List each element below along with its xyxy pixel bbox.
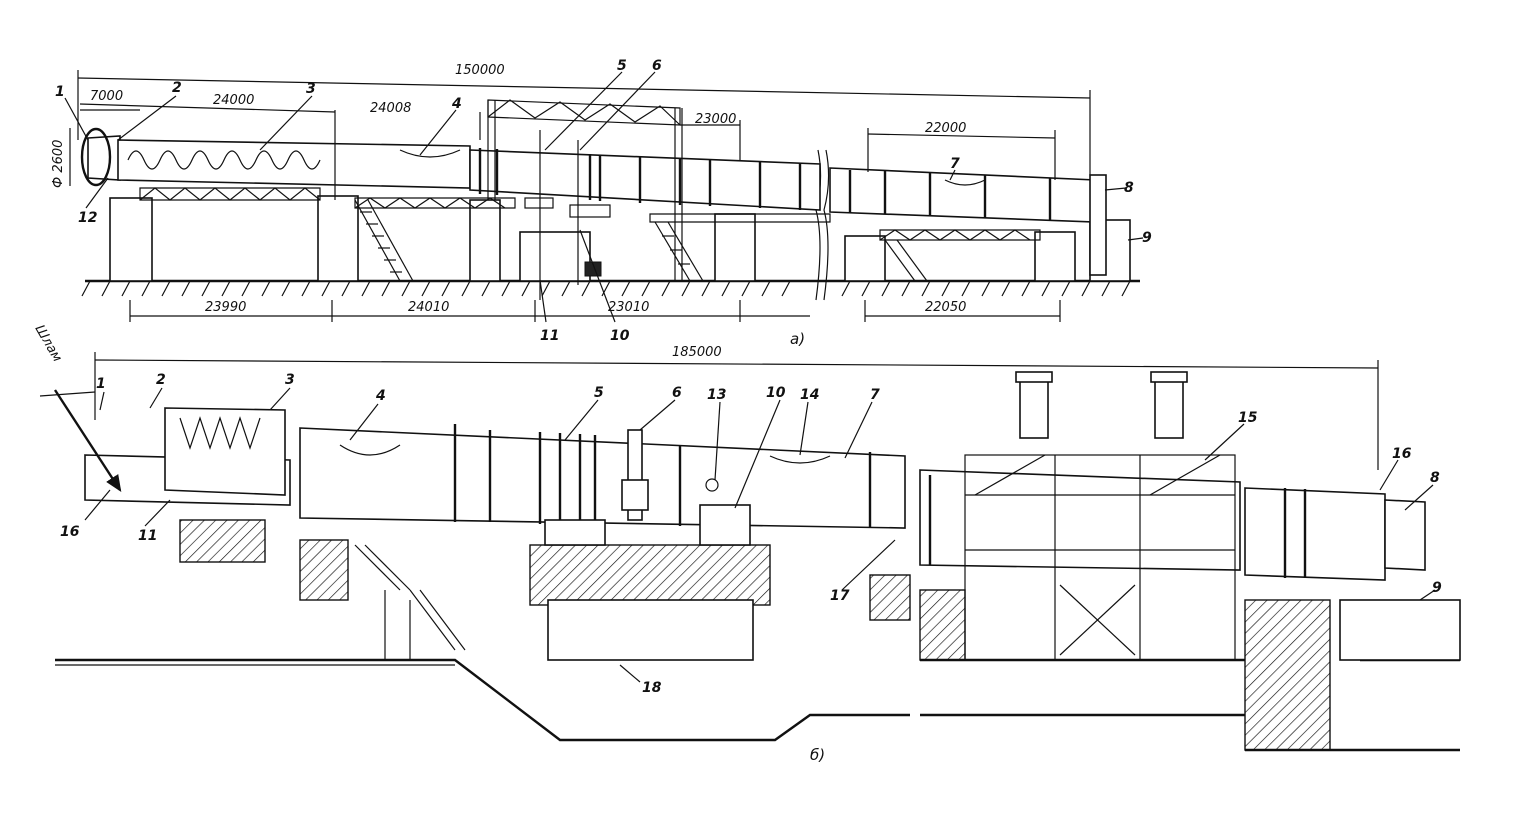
dim-lower-4: 22050 [925,300,966,315]
label-b-14: 14 [800,387,819,403]
label-a-1: 1 [55,84,65,100]
label-a-9: 9 [1142,230,1152,246]
feed-label: Шлам [32,323,65,365]
caption-a: а) [790,330,805,348]
label-b-4: 4 [375,388,386,404]
dim-lower-2: 24010 [408,300,449,315]
label-a-2: 2 [172,80,182,96]
overall-dimension-b [94,352,1379,470]
dimension-lines-a [69,70,1091,322]
stairs-b [354,544,466,660]
view-b: 185000 [32,323,1461,764]
label-a-6: 6 [652,58,662,74]
view-a: 150000 7000 24000 24008 23000 22000 2399… [51,58,1152,348]
label-b-3: 3 [285,372,295,388]
label-b-6: 6 [672,385,682,401]
platforms-a [139,187,1041,241]
callouts-a: 1 2 3 4 5 6 7 8 9 10 11 12 [55,58,1152,344]
dim-5: 22000 [925,121,966,136]
dim-2: 24000 [213,93,254,108]
label-a-5: 5 [617,58,627,74]
label-b-15: 15 [1238,410,1258,426]
callouts-b: 1 2 3 4 5 6 13 10 14 7 15 16 8 16 11 17 … [60,372,1442,696]
label-a-11: 11 [540,328,559,344]
cooler-frame-b [964,371,1236,661]
label-b-13: 13 [707,387,726,403]
label-b-10: 10 [766,385,786,401]
label-b-1: 1 [96,376,106,392]
dim-lower-1: 23990 [205,300,246,315]
dim-3: 24008 [370,101,411,116]
drive-gantry-a [487,99,683,300]
dim-4: 23000 [695,112,736,127]
caption-b: б) [810,746,825,764]
label-a-3: 3 [306,81,316,97]
overall-length-b: 185000 [672,345,722,360]
label-b-17: 17 [830,588,850,604]
label-a-8: 8 [1124,180,1134,196]
piers-a [109,195,1131,282]
dim-1: 7000 [90,89,123,104]
label-b-7: 7 [870,387,880,403]
kiln-shell-a [80,127,1107,276]
label-b-11: 11 [138,528,157,544]
label-a-12: 12 [78,210,97,226]
foundations-b [179,519,1461,751]
diameter-label: Ф 2600 [51,140,66,188]
ground-line-a [81,279,1140,297]
label-b-9: 9 [1432,580,1442,596]
label-a-7: 7 [950,156,960,172]
label-b-16-right: 16 [1392,446,1412,462]
drive-b [544,429,751,546]
label-b-8: 8 [1430,470,1440,486]
label-a-4: 4 [451,96,462,112]
label-b-5: 5 [594,385,604,401]
label-a-10: 10 [610,328,630,344]
label-b-18: 18 [642,680,662,696]
dimension-labels-a: 150000 7000 24000 24008 23000 22000 2399… [51,63,966,315]
stairs-a [354,199,928,282]
overall-length-a: 150000 [455,63,505,78]
label-b-2: 2 [156,372,166,388]
dim-lower-3: 23010 [608,300,649,315]
label-b-16-left: 16 [60,524,80,540]
